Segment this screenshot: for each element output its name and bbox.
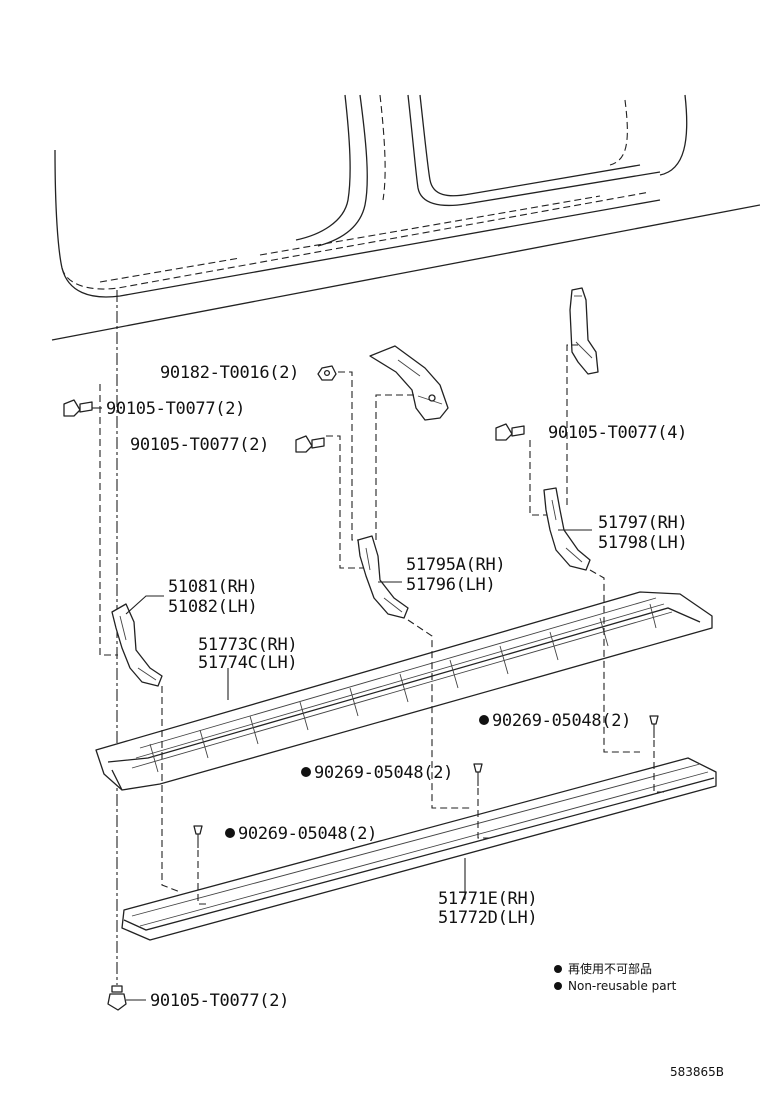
label-51797-rh: 51797(RH) xyxy=(598,513,687,533)
legend-text-en: Non-reusable part xyxy=(568,979,677,993)
upper-front-mount xyxy=(369,345,449,421)
label-51772d-lh: 51772D(LH) xyxy=(438,908,537,928)
non-reusable-mark-icon xyxy=(225,828,235,838)
label-90105-t0077-left: 90105-T0077(2) xyxy=(106,399,245,419)
locator-line-bracket-right xyxy=(589,569,640,753)
vehicle-body-outline xyxy=(51,94,760,341)
bolt-icon xyxy=(295,435,325,453)
locator-line-mid-bolt xyxy=(326,435,368,569)
bolt-icon xyxy=(107,985,127,1011)
label-51082-lh: 51082(LH) xyxy=(168,597,257,617)
locator-line-left-bolt xyxy=(99,384,118,656)
legend: 再使用不可部品 Non-reusable part xyxy=(554,961,677,993)
locator-line-clip-left xyxy=(197,850,210,905)
locator-line-bracket-left xyxy=(161,686,181,893)
locator-line-upper-front xyxy=(375,394,418,540)
label-90269-05048-left: 90269-05048(2) xyxy=(238,824,377,844)
running-step-board xyxy=(95,591,713,791)
non-reusable-mark-icon xyxy=(554,965,562,973)
bracket-51081-51082 xyxy=(111,603,163,687)
label-90105-t0077-right: 90105-T0077(4) xyxy=(548,423,687,443)
non-reusable-mark-icon xyxy=(301,767,311,777)
clip-icon xyxy=(473,763,483,786)
clip-icon xyxy=(193,825,203,848)
label-51081-rh: 51081(RH) xyxy=(168,577,257,597)
non-reusable-mark-icon xyxy=(554,982,562,990)
non-reusable-mark-icon xyxy=(479,715,489,725)
label-51798-lh: 51798(LH) xyxy=(598,533,687,553)
label-90105-t0077-mid: 90105-T0077(2) xyxy=(130,435,269,455)
label-90105-t0077-bottom: 90105-T0077(2) xyxy=(150,991,289,1011)
lower-rail xyxy=(121,757,717,941)
label-90182-t0016: 90182-T0016(2) xyxy=(160,363,299,383)
locator-line-nut xyxy=(338,371,362,541)
bracket-51797-51798 xyxy=(543,487,591,571)
leader-51081 xyxy=(125,595,164,615)
label-90269-05048-mid: 90269-05048(2) xyxy=(314,763,453,783)
bracket-51795a-51796 xyxy=(357,535,409,619)
locator-line-clip-right xyxy=(653,740,664,793)
locator-line-clip-mid xyxy=(477,788,490,839)
diagram-code: 583865B xyxy=(670,1065,724,1079)
upper-rear-mount xyxy=(569,287,599,375)
label-51796-lh: 51796(LH) xyxy=(406,575,495,595)
bolt-icon xyxy=(495,423,525,441)
legend-text-jp: 再使用不可部品 xyxy=(568,961,652,976)
step-grill-pattern xyxy=(131,597,673,773)
locator-line-bracket-mid xyxy=(407,619,470,809)
nut-icon xyxy=(317,365,337,381)
locator-line-right-bolt xyxy=(529,440,548,516)
label-51773c-rh: 51773C(RH) xyxy=(198,635,297,655)
label-51795a-rh: 51795A(RH) xyxy=(406,555,505,575)
bolt-icon xyxy=(63,399,93,417)
clip-icon xyxy=(649,715,659,738)
locator-line-upper-rear xyxy=(566,344,578,505)
label-51771e-rh: 51771E(RH) xyxy=(438,889,537,909)
label-51774c-lh: 51774C(LH) xyxy=(198,653,297,673)
label-90269-05048-right: 90269-05048(2) xyxy=(492,711,631,731)
